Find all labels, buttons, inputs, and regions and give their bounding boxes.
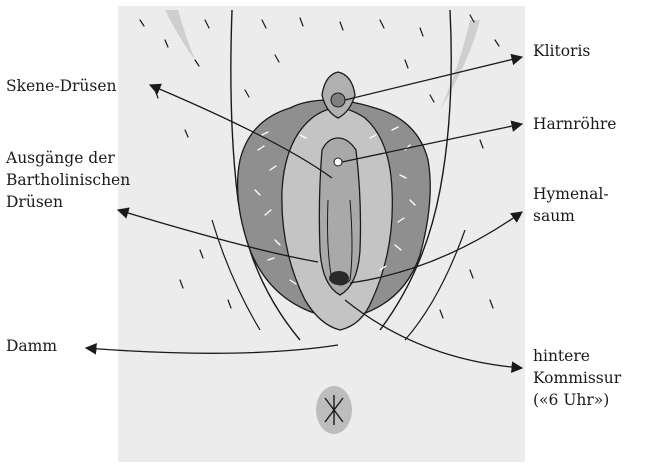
label-klitoris: Klitoris — [533, 40, 590, 62]
label-kommissur-line2: Kommissur — [533, 367, 621, 389]
clitoris-glans — [331, 93, 345, 107]
label-ausgaenge-line2: Bartholinischen — [6, 169, 130, 191]
label-ausgaenge: Ausgänge der Bartholinischen Drüsen — [6, 147, 130, 213]
label-hymenalsaum-line2: saum — [533, 205, 609, 227]
vaginal-opening — [329, 271, 349, 285]
label-hymenalsaum-line1: Hymenal- — [533, 183, 609, 205]
label-ausgaenge-line3: Drüsen — [6, 191, 130, 213]
label-skene-druesen: Skene-Drüsen — [6, 75, 117, 97]
label-ausgaenge-line1: Ausgänge der — [6, 147, 130, 169]
label-damm: Damm — [6, 335, 57, 357]
label-hintere-kommissur: hintere Kommissur («6 Uhr») — [533, 345, 621, 411]
label-harnroehre: Harnröhre — [533, 113, 616, 135]
urethra-opening — [334, 158, 342, 166]
label-hymenalsaum: Hymenal- saum — [533, 183, 609, 227]
label-kommissur-line1: hintere — [533, 345, 621, 367]
label-kommissur-line3: («6 Uhr») — [533, 389, 621, 411]
